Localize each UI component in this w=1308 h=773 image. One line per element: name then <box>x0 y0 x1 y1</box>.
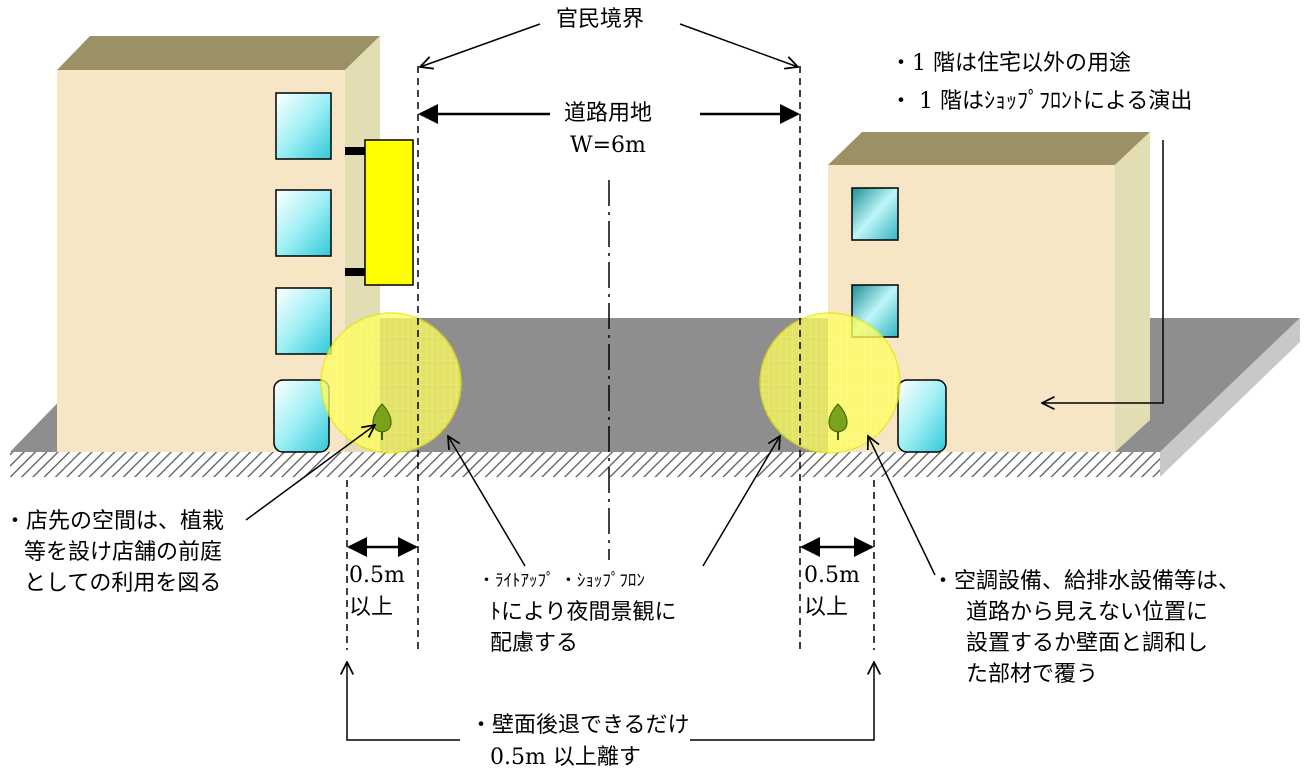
wall-setback-arrow-left <box>347 662 460 741</box>
equipment-note: ・空調設備、給排水設備等は、 道路から見えない位置に 設置するか壁面と調和し た… <box>932 566 1240 690</box>
storefront-leader-arrow <box>245 425 375 521</box>
equipment-note-line: 設置するか壁面と調和し <box>966 631 1209 656</box>
road-curb-hatch <box>10 452 1160 477</box>
wall-setback-note-distance: 0.5m 以上離す <box>490 745 641 770</box>
equipment-note-line: た部材で覆う <box>966 662 1099 687</box>
equipment-leader-arrow <box>868 436 936 576</box>
right-building <box>828 132 1150 453</box>
road-use-label: 道路用地 <box>564 101 653 126</box>
right-highlight <box>759 312 901 454</box>
boundary-arrow-right <box>679 23 798 67</box>
boundary-label: 官民境界 <box>556 7 645 32</box>
left-window <box>275 189 332 257</box>
left-building <box>57 36 414 453</box>
boundary-arrow-left <box>420 23 541 67</box>
lighting-note: ・ﾗｲﾄｱｯﾌﾟ ・ｼｮｯﾌﾟﾌﾛﾝ ﾄにより夜間景観に 配慮する <box>478 566 677 659</box>
first-floor-use-note: ・1 階は住宅以外の用途 <box>890 51 1131 76</box>
storefront-note-line: 等を設け店舗の前庭 <box>24 540 223 565</box>
left-building-roof <box>57 36 380 70</box>
storefront-note-line: ・店先の空間は、植栽 <box>4 509 225 534</box>
storefront-note: ・店先の空間は、植栽 等を設け店舗の前庭 としての利用を図る <box>4 506 224 599</box>
first-floor-shopfront-note: ・ 1 階はｼｮｯﾌﾟﾌﾛﾝﾄによる演出 <box>890 89 1193 114</box>
equipment-note-line: ・空調設備、給排水設備等は、 <box>932 569 1241 594</box>
right-building-side <box>1115 132 1150 452</box>
lighting-note-line: ﾄにより夜間景観に <box>490 600 677 625</box>
setback-left-unit: 以上 <box>349 595 394 620</box>
lighting-leader-arrow-right <box>702 436 780 567</box>
sign-bracket <box>345 147 365 155</box>
equipment-note-line: 道路から見えない位置に <box>966 600 1209 625</box>
left-window <box>275 92 332 160</box>
tree-icon <box>828 403 848 440</box>
lighting-leader-arrow-left <box>448 436 526 567</box>
left-highlight <box>320 312 462 454</box>
equipment-highlight-grid <box>760 313 900 453</box>
tree-icon <box>372 403 392 440</box>
setback-right-unit: 以上 <box>804 595 849 620</box>
right-building-roof <box>828 132 1150 165</box>
right-door <box>897 379 947 453</box>
road-width-label: W=6m <box>570 133 646 158</box>
setback-left-value: 0.5m <box>349 563 405 588</box>
projecting-sign <box>364 139 414 286</box>
right-window <box>851 187 899 241</box>
storefront-highlight-grid <box>321 313 461 453</box>
storefront-note-line: としての利用を図る <box>24 571 222 596</box>
wall-setback-note: ・壁面後退できるだけ <box>470 713 690 738</box>
lighting-note-line: 配慮する <box>490 631 579 656</box>
road-side-edge <box>1160 318 1300 477</box>
first-floor-leader-arrow <box>1042 140 1164 403</box>
wall-setback-arrow-right <box>690 662 874 741</box>
setback-right-value: 0.5m <box>804 563 860 588</box>
left-window <box>275 287 332 355</box>
lighting-note-line: ・ﾗｲﾄｱｯﾌﾟ ・ｼｮｯﾌﾟﾌﾛﾝ <box>478 571 645 591</box>
sign-bracket <box>345 268 365 276</box>
